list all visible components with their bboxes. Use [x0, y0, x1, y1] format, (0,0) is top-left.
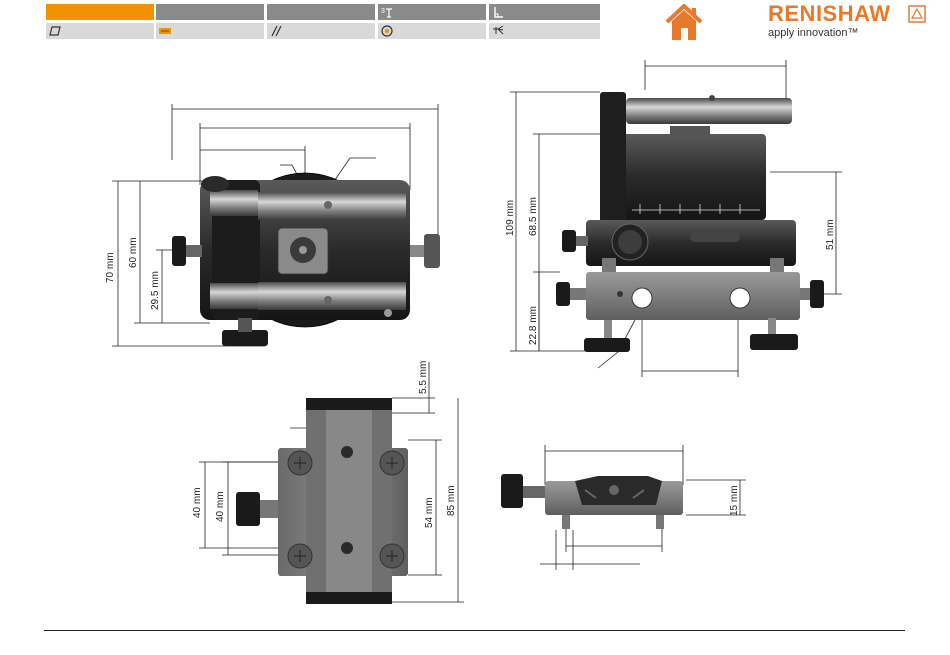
dim-top-height-overall: 70 mm: [105, 252, 116, 283]
dim-bottom-spacing-inner: 40 mm: [215, 491, 226, 522]
dim-bottom-spacing-outer: 40 mm: [192, 487, 203, 518]
dim-bottom-offset-top: 5.5 mm: [418, 361, 429, 394]
dim-bottom-height-overall: 85 mm: [446, 485, 457, 516]
dim-side-height-right: 51 mm: [825, 219, 836, 250]
dim-top-height-half: 29.5 mm: [150, 271, 161, 310]
top-view: [172, 173, 440, 346]
dim-side-height-overall: 109 mm: [505, 200, 516, 236]
bottom-view: [236, 398, 408, 604]
side-view: [556, 92, 824, 352]
dim-top-height-inner: 60 mm: [128, 237, 139, 268]
dim-end-height: 15 mm: [729, 485, 740, 516]
end-view: [501, 474, 683, 529]
dim-bottom-height-inner: 54 mm: [424, 497, 435, 528]
dim-side-height-base: 22.8 mm: [528, 306, 539, 345]
dim-side-height-upper: 68.5 mm: [528, 197, 539, 236]
footer-rule: [44, 630, 905, 631]
